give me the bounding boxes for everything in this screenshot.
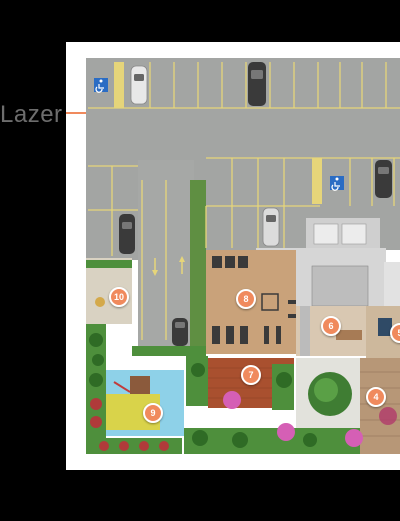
middle-parking-stalls xyxy=(205,157,400,248)
playground-structure xyxy=(130,376,150,394)
accessible-parking-icon xyxy=(94,78,108,93)
accessible-parking-icon xyxy=(330,176,344,191)
car-icon xyxy=(119,214,135,254)
shrubs xyxy=(89,333,317,448)
area-marker-7: 7 xyxy=(241,365,261,385)
playground-slide xyxy=(113,381,131,393)
section-label: Lazer xyxy=(0,101,63,128)
lounge-furniture xyxy=(378,318,392,336)
garden-tree-highlight xyxy=(314,378,338,402)
car-icon xyxy=(172,318,188,346)
area-marker-10: 10 xyxy=(109,287,129,307)
car-icon xyxy=(248,62,266,106)
area-marker-4: 4 xyxy=(366,387,386,407)
area-marker-8: 8 xyxy=(236,289,256,309)
building-room-furniture xyxy=(336,330,362,340)
car-icon xyxy=(130,65,148,105)
building-room-wall xyxy=(300,306,310,356)
top-parking-stalls xyxy=(88,62,400,109)
area-marker-9: 9 xyxy=(143,403,163,423)
arrow-up-icon xyxy=(179,256,185,274)
red-shrubs xyxy=(90,398,169,451)
car-icon xyxy=(262,207,280,247)
elevator xyxy=(313,223,339,245)
stair-block xyxy=(311,265,369,307)
pet-space-feature xyxy=(95,297,105,307)
area-marker-5: 5 xyxy=(390,323,400,343)
deck-flowers xyxy=(379,407,397,425)
arrow-down-icon xyxy=(152,258,158,276)
car-icon xyxy=(375,160,392,198)
left-parking-stalls xyxy=(88,165,167,340)
side-room xyxy=(384,262,400,306)
pet-space-hedge xyxy=(86,260,132,268)
pink-flowers xyxy=(223,391,363,447)
area-marker-6: 6 xyxy=(321,316,341,336)
fitness-equipment xyxy=(212,256,296,344)
ramp-hedge xyxy=(190,180,206,354)
elevator xyxy=(341,223,367,245)
